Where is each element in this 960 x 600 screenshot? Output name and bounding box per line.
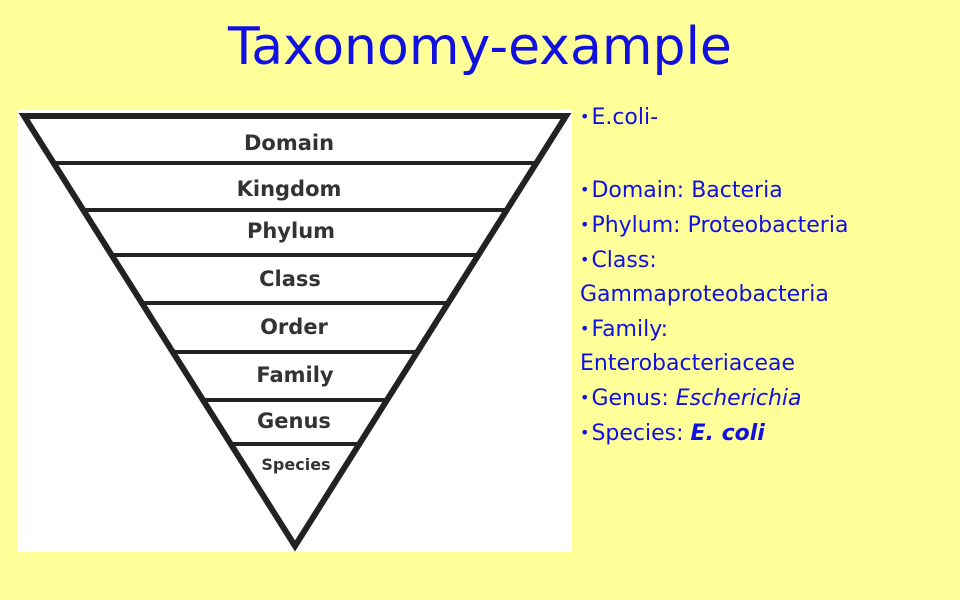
level-label-domain: Domain bbox=[244, 131, 334, 155]
taxonomy-pyramid: Domain Kingdom Phylum Class Order Family… bbox=[18, 113, 572, 552]
bullet-spacer bbox=[580, 135, 950, 173]
bullet-value: Enterobacteriaceae bbox=[580, 351, 796, 376]
bullet-value: Gammaproteobacteria bbox=[580, 282, 829, 307]
level-label-order: Order bbox=[260, 315, 328, 339]
bullet-value: Proteobacteria bbox=[687, 213, 849, 238]
level-label-family: Family bbox=[256, 363, 334, 387]
level-label-species: Species bbox=[261, 455, 330, 474]
bullet-species: •Species: E. coli bbox=[580, 421, 765, 446]
level-label-phylum: Phylum bbox=[247, 219, 335, 243]
example-heading-item: •E.coli- bbox=[580, 105, 659, 130]
taxonomy-pyramid-panel: Domain Kingdom Phylum Class Order Family… bbox=[18, 110, 572, 552]
example-bullet-list: •E.coli- •Domain: Bacteria •Phylum: Prot… bbox=[580, 100, 950, 451]
bullet-value: Bacteria bbox=[691, 178, 783, 203]
bullet-class: •Class:Gammaproteobacteria bbox=[580, 243, 950, 312]
level-label-genus: Genus bbox=[257, 409, 331, 433]
pyramid-outline bbox=[18, 113, 572, 552]
bullet-key: Class: bbox=[591, 248, 657, 273]
example-heading: E.coli- bbox=[591, 105, 659, 130]
bullet-value: Escherichia bbox=[675, 386, 802, 411]
bullet-key: Family: bbox=[591, 317, 669, 342]
bullet-domain: •Domain: Bacteria bbox=[580, 178, 783, 203]
level-label-kingdom: Kingdom bbox=[237, 177, 342, 201]
bullet-key: Species: bbox=[591, 421, 684, 446]
level-label-class: Class bbox=[259, 267, 321, 291]
slide-title: Taxonomy-example bbox=[228, 17, 732, 77]
bullet-value: E. coli bbox=[690, 421, 765, 446]
bullet-phylum: •Phylum: Proteobacteria bbox=[580, 213, 849, 238]
bullet-genus: •Genus: Escherichia bbox=[580, 386, 802, 411]
bullet-key: Genus: bbox=[591, 386, 669, 411]
bullet-key: Domain: bbox=[591, 178, 685, 203]
bullet-family: •Family:Enterobacteriaceae bbox=[580, 312, 950, 381]
bullet-key: Phylum: bbox=[591, 213, 681, 238]
